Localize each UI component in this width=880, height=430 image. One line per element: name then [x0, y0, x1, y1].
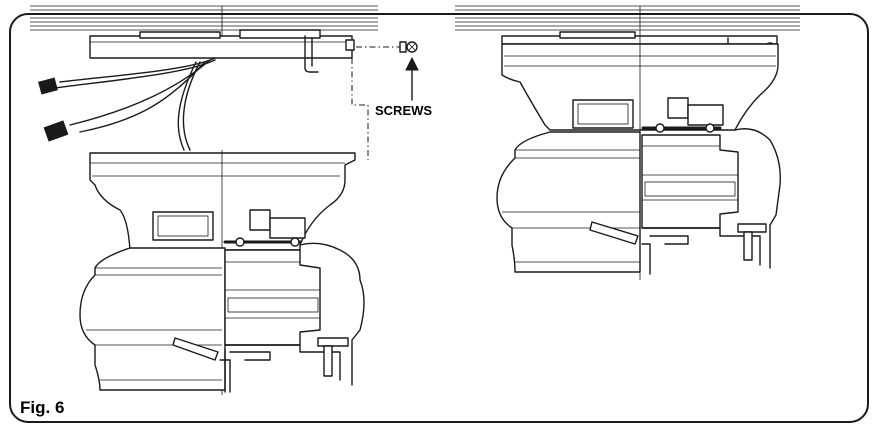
mounting-plate-left — [89, 29, 355, 73]
ceiling-left — [30, 5, 378, 36]
wire-connector-icon — [38, 77, 58, 95]
screws-callout-label: SCREWS — [375, 103, 433, 118]
wire-connector-icon — [43, 120, 69, 142]
screws-callout — [351, 41, 419, 160]
arrow-up-icon — [405, 56, 419, 71]
screw-icon — [399, 41, 407, 53]
panel-right-after-assembly — [455, 5, 800, 280]
ceiling-right — [455, 5, 800, 36]
figure-caption: Fig. 6 — [20, 398, 65, 417]
figure-frame — [9, 13, 869, 423]
motor-housing-left — [79, 242, 365, 393]
panel-left-before-assembly — [30, 5, 419, 395]
wires-left — [38, 57, 216, 151]
motor-housing-right — [496, 128, 781, 275]
canopy-right — [501, 31, 779, 280]
